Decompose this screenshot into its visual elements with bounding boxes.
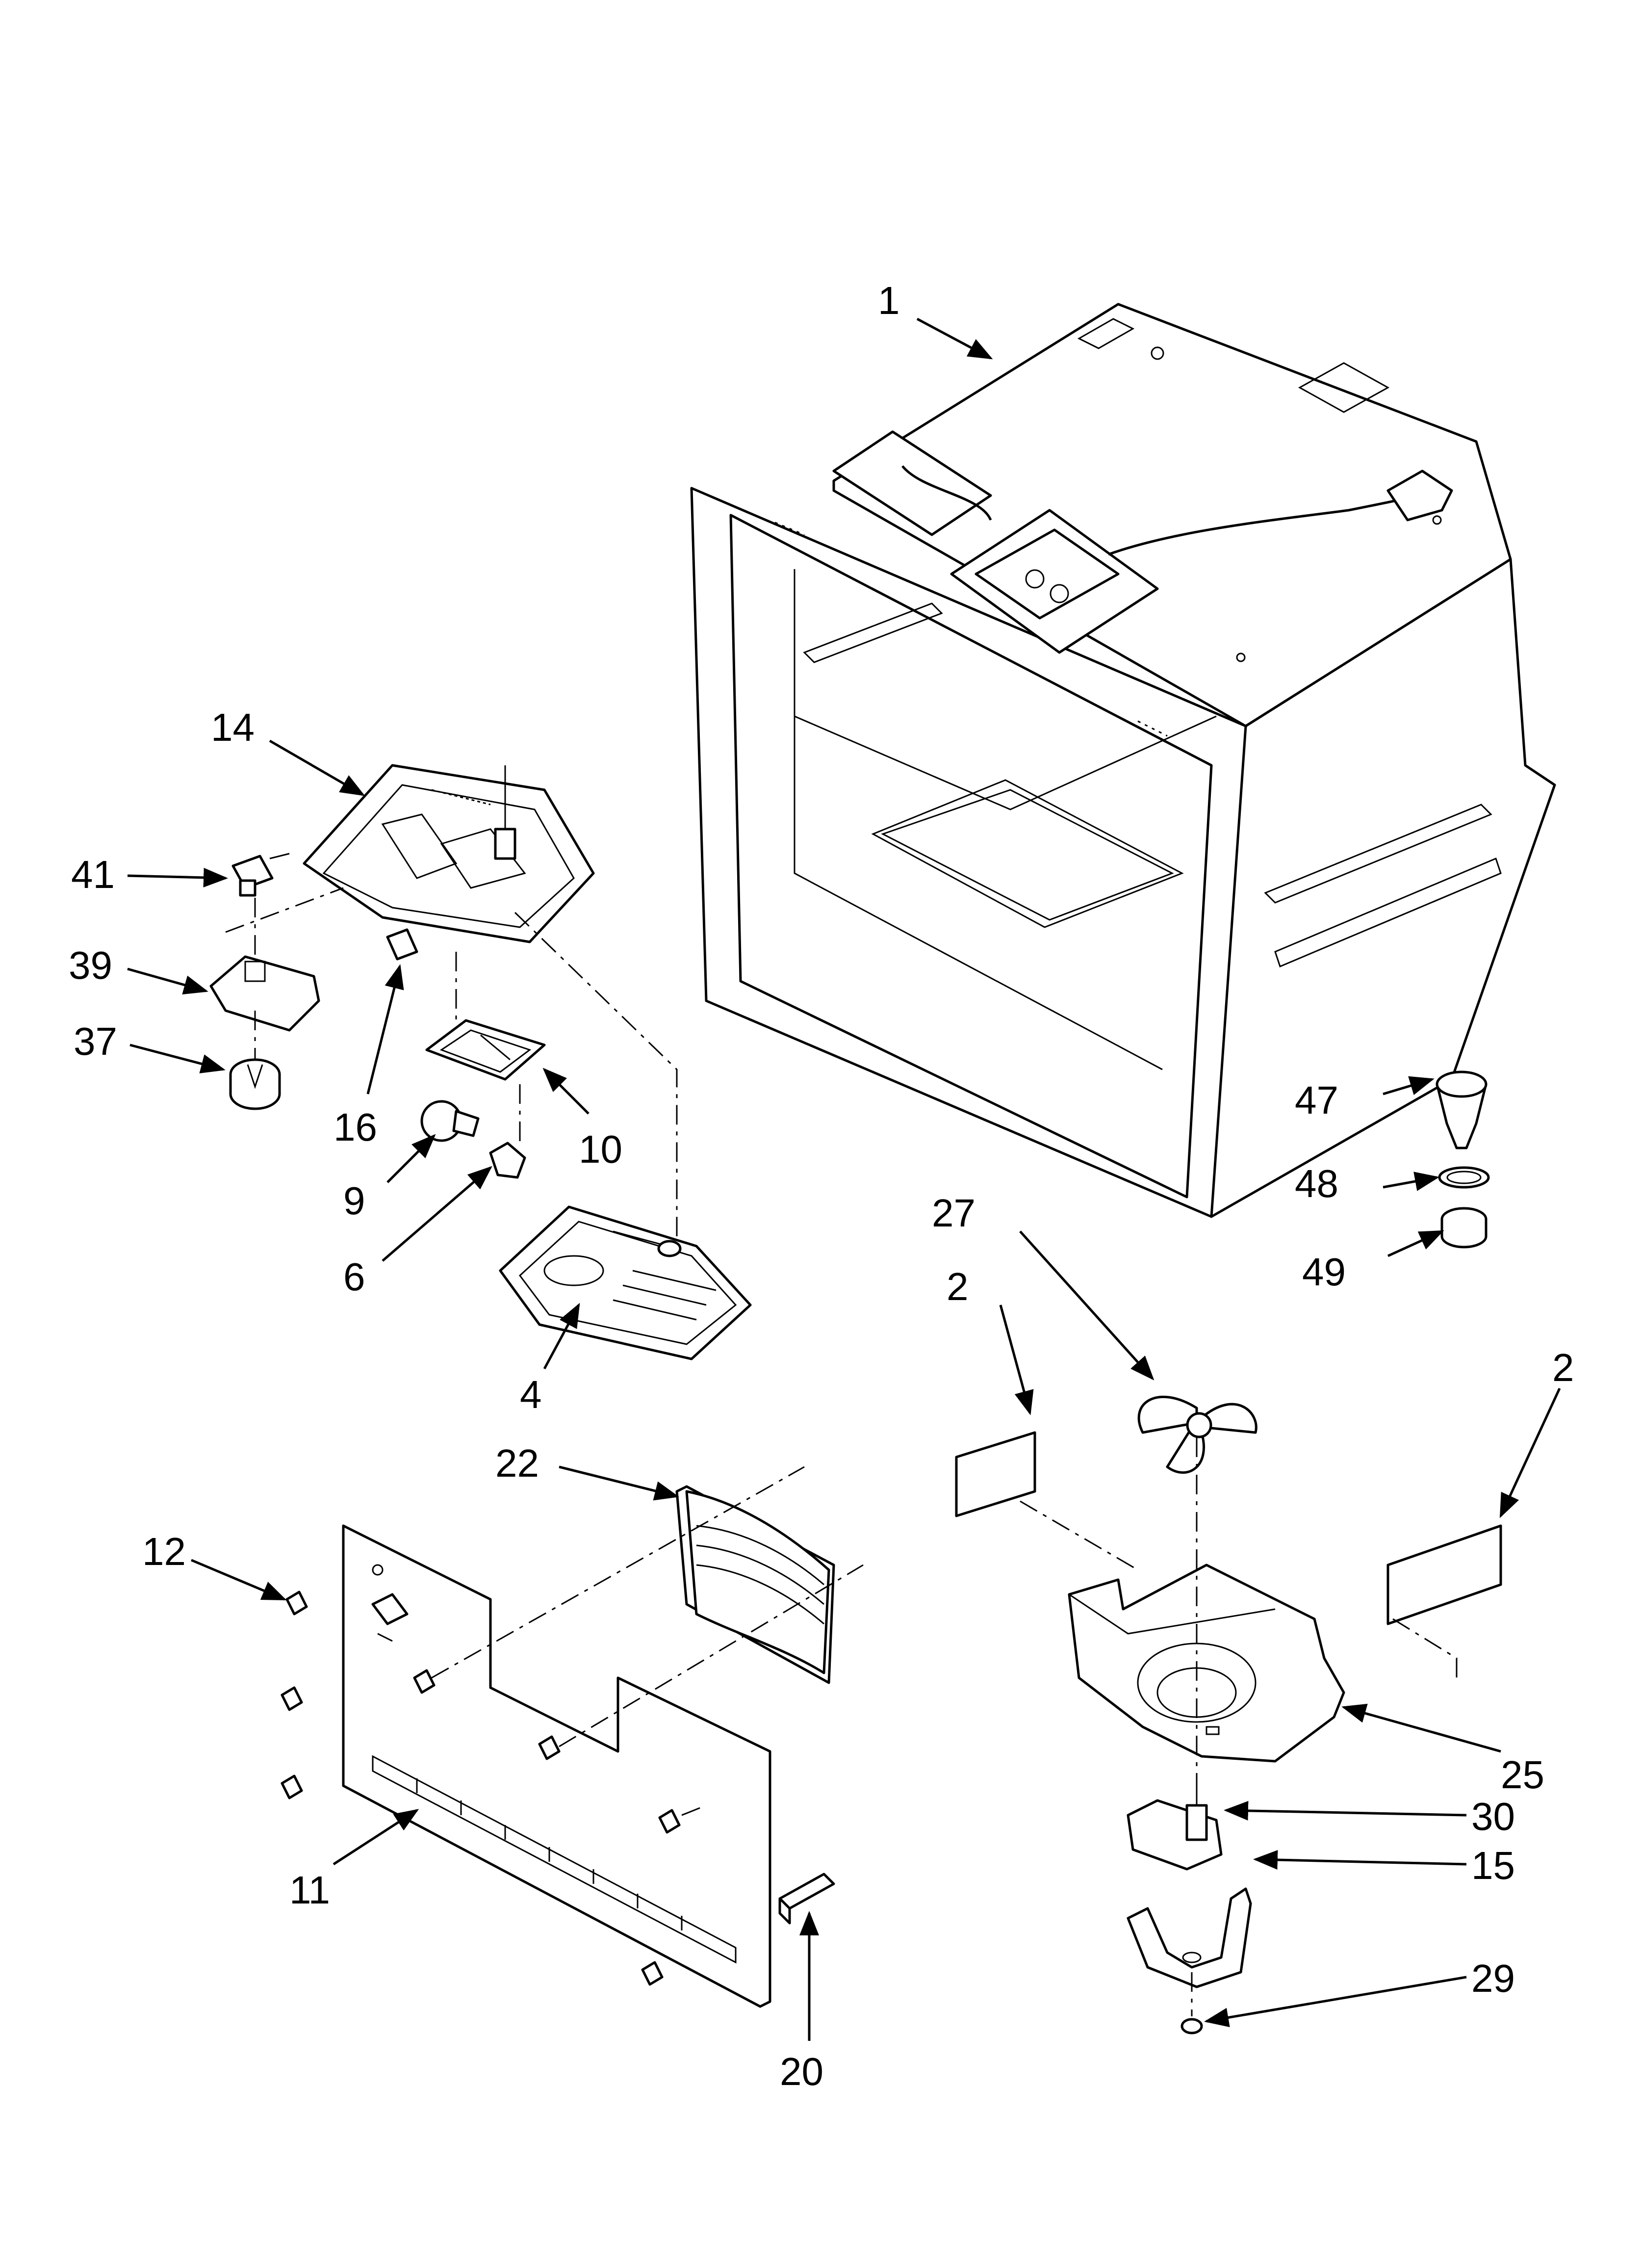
callout-29: 29	[1471, 1956, 1515, 2000]
callout-47: 47	[1295, 1078, 1338, 1122]
rear-panel-part	[342, 1524, 771, 2008]
callout-49: 49	[1302, 1250, 1346, 1294]
freezer-liner-part	[690, 303, 1556, 1218]
callout-39: 39	[69, 943, 112, 987]
o-ring-part	[1438, 1166, 1490, 1189]
socket-part	[489, 1142, 526, 1179]
callout-37: 37	[74, 1019, 117, 1063]
lens-part	[425, 1019, 546, 1081]
callout-41: 41	[71, 853, 115, 896]
switch-part	[231, 853, 290, 897]
foam-pad-part-right	[1386, 1524, 1502, 1625]
light-housing-part	[303, 764, 595, 943]
callout-6: 6	[343, 1255, 365, 1299]
foam-pad-part-left	[955, 1431, 1036, 1517]
callout-12: 12	[142, 1530, 186, 1573]
callout-11: 11	[289, 1868, 330, 1912]
callout-25: 25	[1501, 1753, 1544, 1797]
callout-27: 27	[932, 1191, 975, 1235]
callout-48: 48	[1295, 1162, 1338, 1205]
callout-22: 22	[495, 1441, 539, 1485]
callout-14: 14	[211, 705, 255, 749]
air-diffuser-part	[675, 1485, 835, 1684]
bulb-part	[420, 1100, 480, 1142]
leader-lines	[127, 317, 1561, 2041]
damper-cup-part	[1436, 1070, 1488, 1149]
fan-motor-part	[1127, 1776, 1223, 1871]
callout-2-left: 2	[947, 1265, 969, 1308]
callout-20: 20	[780, 2050, 823, 2093]
callout-16: 16	[334, 1105, 377, 1149]
callout-2-right: 2	[1552, 1346, 1574, 1389]
clip-part	[386, 928, 418, 961]
motor-bracket-part	[1127, 1887, 1252, 1988]
fan-blade-part	[1137, 1395, 1257, 1474]
fan-housing-part	[1068, 1564, 1345, 1763]
bracket-part	[209, 955, 320, 1032]
callout-4: 4	[520, 1373, 542, 1416]
callout-labels: 1 14 41 39 37 16 10 9 6 4 22 12 11 20 27…	[69, 279, 1574, 2093]
seal-strip-part	[778, 1873, 835, 1925]
callout-9: 9	[343, 1179, 365, 1223]
callout-10: 10	[579, 1127, 622, 1171]
damper-cap-part	[1440, 1207, 1488, 1249]
callout-1: 1	[878, 279, 900, 322]
callout-30: 30	[1471, 1795, 1515, 1838]
light-cover-part	[499, 1205, 752, 1360]
callout-15: 15	[1471, 1844, 1515, 1887]
knob-part	[229, 1058, 281, 1110]
screw-part	[281, 1590, 681, 1986]
nut-part	[1180, 2018, 1203, 2034]
